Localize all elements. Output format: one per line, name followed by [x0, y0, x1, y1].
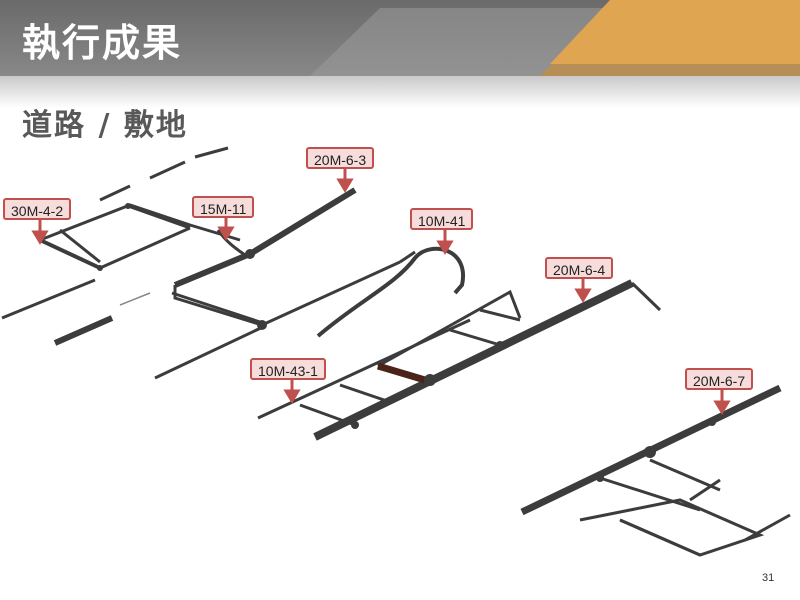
road-10m-41: [316, 246, 466, 338]
road-label-30m-4-2: 30M-4-2: [3, 198, 72, 220]
slide-header: 執行成果: [0, 0, 800, 76]
road-cross-a: [299, 403, 356, 427]
slide-title: 執行成果: [22, 21, 183, 65]
road-grid-c: [689, 478, 721, 502]
section-title: 道路 / 敷地: [22, 108, 188, 143]
road-20m-6-4: [313, 279, 634, 441]
road-link-c: [261, 260, 401, 327]
road-label-15m-11: 15M-11: [192, 196, 255, 218]
road-30m-4-2: [39, 238, 101, 270]
road-link-b: [171, 291, 261, 324]
road-east-spur: [630, 281, 662, 312]
road-grid-b: [649, 458, 721, 492]
header-decoration: [310, 0, 800, 76]
road-link-a: [173, 285, 263, 327]
road-upper-left: [39, 203, 241, 242]
road-segment-dark: [53, 315, 114, 346]
road-cross-d: [479, 308, 521, 322]
road-label-20m-6-7: 20M-6-7: [685, 368, 754, 390]
road-branch-b: [99, 226, 191, 270]
page-number: 31: [762, 572, 775, 584]
road-grid-e: [619, 518, 701, 557]
road-10m-41-link: [399, 250, 416, 264]
road-lower-left: [154, 324, 266, 380]
road-grid-d: [744, 513, 791, 542]
header-shadow: [0, 76, 800, 108]
road-label-20m-6-3: 20M-6-3: [306, 147, 375, 169]
road-cross-c: [449, 328, 501, 347]
road-label-10m-43-1: 10M-43-1: [250, 358, 326, 380]
road-grid-a: [599, 476, 701, 512]
road-branch-a: [59, 228, 101, 264]
road-label-20m-6-4: 20M-6-4: [545, 257, 614, 279]
road-arterial-left: [1, 278, 96, 320]
road-cross-e: [339, 383, 391, 404]
road-arterial-top: [99, 146, 229, 202]
road-highlight-segment: [377, 362, 426, 384]
road-faint: [119, 292, 151, 306]
road-branch-c: [127, 204, 191, 230]
road-15m-11-curve: [216, 229, 246, 257]
intersection-markers: [97, 203, 716, 482]
road-grid-right: [579, 498, 765, 557]
road-label-10m-41: 10M-41: [410, 208, 474, 230]
callout-arrows: [31, 168, 731, 415]
